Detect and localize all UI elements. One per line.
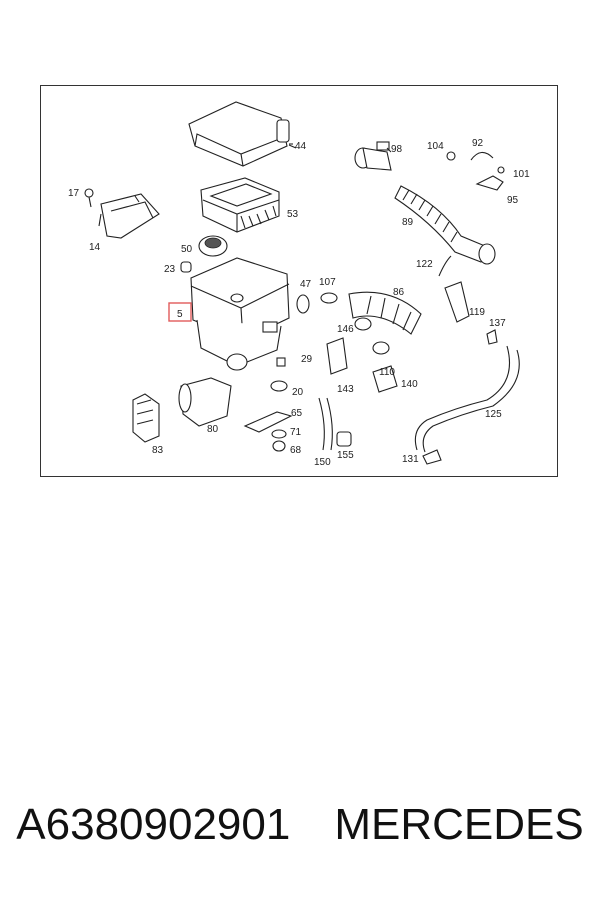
callout-17: 17 [68,188,80,199]
breather-hose-drawing [372,345,520,465]
air-mass-sensor-drawing [354,141,392,171]
sensor-and-seal-drawing [318,337,352,451]
callout-44: 44 [295,141,307,152]
callout-labels: 44 98 104 92 101 95 17 14 53 89 50 23 12… [68,138,530,468]
callout-29: 29 [301,354,313,365]
bracket-drawing [84,188,160,239]
callout-53: 53 [287,209,299,220]
cap-drawing [198,235,228,257]
callout-146: 146 [337,324,354,335]
callout-68: 68 [290,445,302,456]
duct-83-drawing [132,393,160,443]
callout-92: 92 [472,138,484,149]
callout-80: 80 [207,424,219,435]
corrugated-hose-drawing [394,185,496,265]
callout-50: 50 [181,244,193,255]
part-number-caption: A6380902901 MERCEDES [0,800,600,850]
brand-name: MERCEDES [334,800,584,849]
callout-125: 125 [485,409,502,420]
callout-20: 20 [292,387,304,398]
callout-119: 119 [469,307,485,318]
air-filter-cover-drawing [188,101,297,167]
callout-14: 14 [89,242,101,253]
callout-122: 122 [416,259,433,270]
filter-element-drawing [200,177,280,233]
callout-89: 89 [402,217,414,228]
callout-137: 137 [489,318,506,329]
callout-98: 98 [391,144,403,155]
callout-5: 5 [177,309,183,320]
leader-lines [134,143,392,203]
callout-107: 107 [319,277,336,288]
callout-155: 155 [337,450,354,461]
callout-23: 23 [164,264,176,275]
callout-83: 83 [152,445,164,456]
callout-71: 71 [290,427,302,438]
clip-assembly-drawing [446,151,505,191]
callout-140: 140 [401,379,418,390]
intake-elbow-drawing [178,377,232,427]
plug-23-drawing [180,261,192,273]
small-fasteners-drawing [243,357,293,452]
parts-diagram: 44 98 104 92 101 95 17 14 53 89 50 23 12… [40,85,558,477]
callout-150: 150 [314,457,331,468]
clamp-and-hose-drawing [296,291,422,355]
callout-110: 110 [379,367,395,378]
callout-95: 95 [507,195,519,206]
air-filter-housing-drawing [190,257,290,371]
callout-65: 65 [291,408,303,419]
callout-86: 86 [393,287,405,298]
callout-47: 47 [300,279,312,290]
callout-143: 143 [337,384,354,395]
callout-104: 104 [427,141,444,152]
highlight-box-part-5 [168,302,192,322]
callout-101: 101 [513,169,530,180]
vent-pipes-drawing [438,255,498,345]
part-number: A6380902901 [16,800,291,849]
callout-131: 131 [402,454,419,465]
exploded-view-drawing: 44 98 104 92 101 95 17 14 53 89 50 23 12… [68,101,530,468]
